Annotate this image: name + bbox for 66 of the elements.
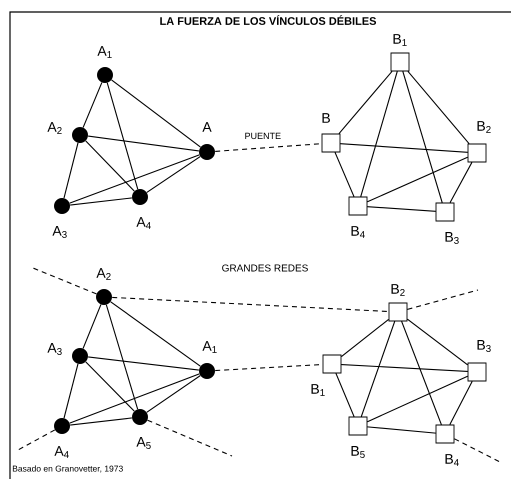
link-line	[367, 206, 436, 212]
link-line	[70, 197, 132, 206]
node-label: A$_{3}$	[47, 343, 62, 355]
node-label: B$_{5}$	[352, 446, 365, 458]
dashed-link	[112, 296, 389, 312]
link-line	[70, 417, 132, 426]
link-line	[401, 321, 442, 425]
link-line	[88, 356, 199, 371]
link-line	[340, 143, 468, 153]
node-label: B	[322, 113, 330, 123]
dashed-link	[32, 268, 97, 294]
link-line	[63, 142, 79, 198]
link-line	[360, 71, 398, 197]
link-line	[106, 82, 138, 190]
link-line	[449, 381, 473, 425]
link-line	[407, 318, 468, 366]
source-note: Basado en Granovetter, 1973	[12, 465, 123, 473]
node-label: A$_{1}$	[202, 341, 217, 353]
node-label: A$_{4}$	[136, 217, 151, 229]
node-label: A$_{4}$	[54, 446, 69, 458]
dashed-link	[147, 420, 232, 456]
link-line	[69, 373, 200, 424]
node-label: B$_{3}$	[446, 232, 459, 244]
node-label: A$_{3}$	[52, 226, 67, 238]
link-line	[367, 426, 436, 434]
node-label: A$_{1}$	[97, 46, 112, 58]
link-line	[367, 376, 468, 422]
node-label: B$_{3}$	[478, 340, 491, 352]
link-line	[82, 82, 102, 128]
link-line	[111, 80, 201, 148]
node-label: B$_{2}$	[478, 121, 491, 133]
link-line	[146, 375, 201, 413]
link-line	[85, 361, 135, 412]
link-line	[146, 156, 200, 193]
node-label: B$_{4}$	[352, 226, 365, 238]
link-line	[334, 152, 354, 197]
edge-label: PUENTE	[244, 132, 282, 140]
node-label: A	[202, 122, 212, 132]
dashed-link	[407, 289, 478, 310]
title: LA FUERZA DE LOS VÍNCULOS DÉBILES	[160, 15, 376, 25]
dashed-link	[18, 429, 56, 450]
node-label: B$_{1}$	[312, 384, 325, 396]
link-line	[106, 304, 138, 410]
node-label: A$_{2}$	[96, 268, 111, 280]
link-line	[338, 71, 392, 134]
link-line	[408, 71, 470, 144]
node-label: B$_{4}$	[446, 454, 459, 466]
link-line	[88, 136, 199, 152]
link-line	[82, 304, 102, 349]
link-line	[85, 140, 135, 192]
link-line	[70, 154, 200, 204]
link-line	[64, 364, 78, 418]
section-label: GRANDES REDES	[222, 264, 308, 272]
link-line	[367, 156, 468, 202]
node-label: B$_{2}$	[392, 284, 405, 296]
link-line	[341, 364, 468, 372]
dashed-link	[215, 143, 322, 152]
node-label: A$_{2}$	[47, 122, 62, 134]
node-label: A$_{5}$	[136, 437, 151, 449]
link-line	[450, 162, 472, 203]
link-line	[335, 373, 355, 417]
link-line	[360, 321, 396, 417]
node-label: B$_{1}$	[394, 34, 407, 46]
link-line	[110, 301, 201, 367]
link-line	[341, 319, 389, 357]
link-line	[402, 71, 443, 203]
